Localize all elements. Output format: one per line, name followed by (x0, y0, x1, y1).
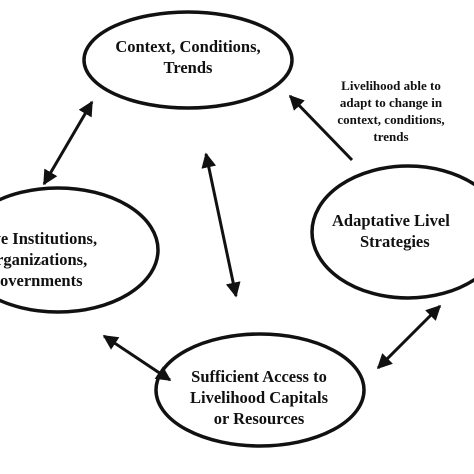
node-institutions-line-1: ive Institutions, (0, 229, 98, 248)
node-institutions-line-2: rganizations, (0, 250, 88, 270)
node-context-line-1: Context, Conditions, (115, 37, 261, 56)
arrow-context-institutions (42, 100, 94, 186)
node-adaptive-label: Adaptative Livel Strategies (332, 210, 474, 252)
node-access-ellipse (154, 332, 366, 448)
node-access-line-3: or Resources (213, 409, 305, 429)
node-institutions-label: ive Institutions, rganizations, overnmen… (0, 228, 138, 291)
node-access-line-1: Sufficient Access to (191, 367, 327, 386)
arrow-adaptive-context (288, 94, 354, 162)
annotation-line-1: Livelihood able to (341, 78, 441, 93)
annotation-line-2: adapt to change in (339, 94, 443, 110)
node-context-ellipse (82, 10, 294, 110)
arrow-institutions-access (102, 334, 172, 382)
node-institutions-line-3: overnments (0, 271, 83, 291)
node-institutions-ellipse (0, 186, 160, 314)
arrow-access-adaptive (376, 304, 442, 370)
node-adaptive-line-2: Strategies (360, 232, 430, 252)
annotation-line-3: context, conditions, (337, 111, 445, 127)
annotation-line-4: trends (373, 128, 409, 144)
node-access-line-2: Livelihood Capitals (190, 388, 328, 408)
node-context-label: Context, Conditions, Trends (88, 36, 288, 78)
node-access-label: Sufficient Access to Livelihood Capitals… (174, 366, 344, 429)
node-adaptive-line-1: Adaptative Livel (332, 211, 450, 230)
annotation-label: Livelihood able to adapt to change in co… (306, 78, 474, 146)
arrow-context-access (201, 152, 241, 298)
node-context-line-2: Trends (163, 58, 213, 78)
node-adaptive-ellipse (310, 164, 474, 300)
